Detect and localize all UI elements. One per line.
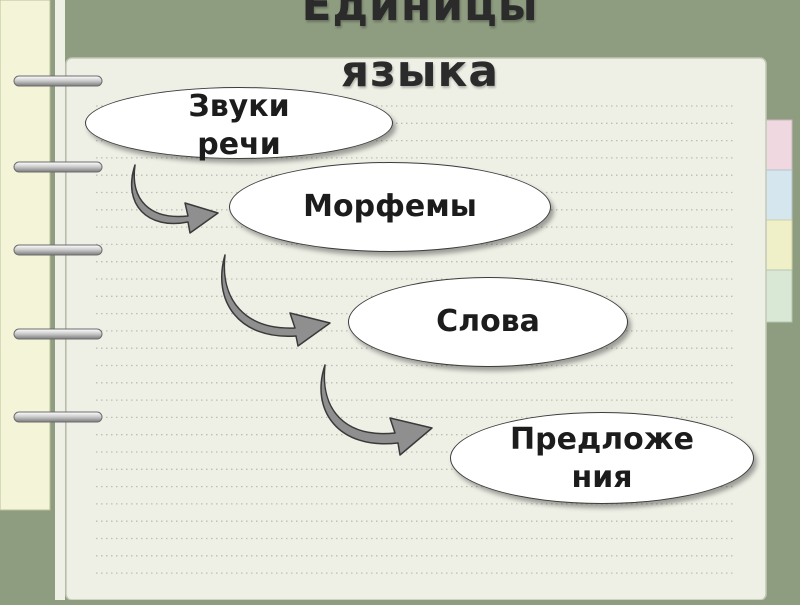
curved-arrow-icon <box>220 254 331 347</box>
binder-strip <box>55 0 65 600</box>
binder-ring-icon <box>13 161 103 173</box>
node-words: Слова <box>348 277 628 367</box>
binder-rings <box>13 75 103 423</box>
title-line-1: Единицы <box>301 0 539 31</box>
node-morphemes: Морфемы <box>229 162 551 252</box>
curved-arrow-icon <box>130 164 219 234</box>
binder-ring-icon <box>13 244 103 256</box>
binder-ring-icon <box>13 328 103 340</box>
title-line-2: языка <box>340 46 500 97</box>
binder-ring-icon <box>13 411 103 423</box>
curved-arrow-icon <box>320 364 433 456</box>
binder-ring-icon <box>13 75 103 87</box>
node-sounds: Звуки речи <box>85 87 393 162</box>
node-sentences: Предложе ния <box>450 412 754 504</box>
